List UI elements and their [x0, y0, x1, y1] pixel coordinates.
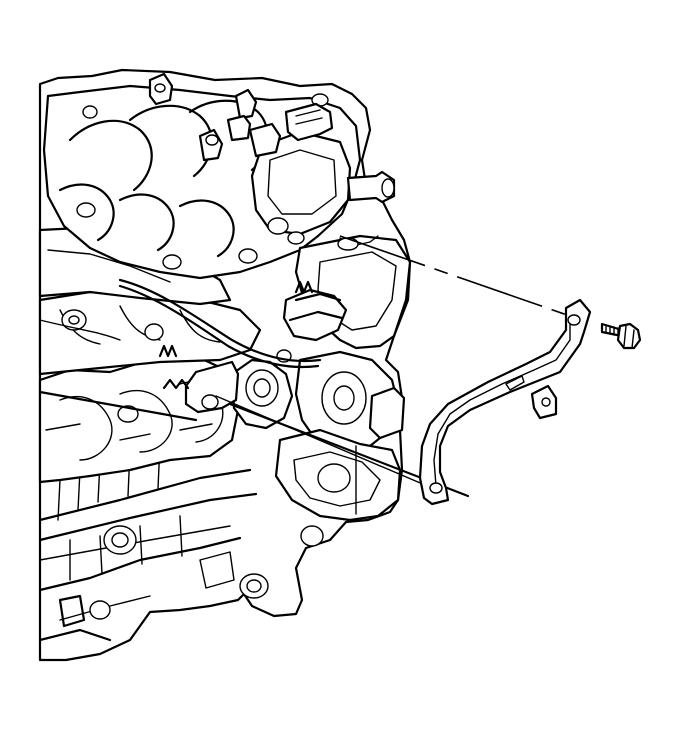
intake-manifold — [42, 72, 396, 280]
bolt — [600, 322, 642, 350]
leader-lines — [38, 235, 571, 498]
front-cover — [158, 234, 412, 522]
bracket — [418, 298, 592, 506]
wire-harness — [39, 278, 322, 369]
